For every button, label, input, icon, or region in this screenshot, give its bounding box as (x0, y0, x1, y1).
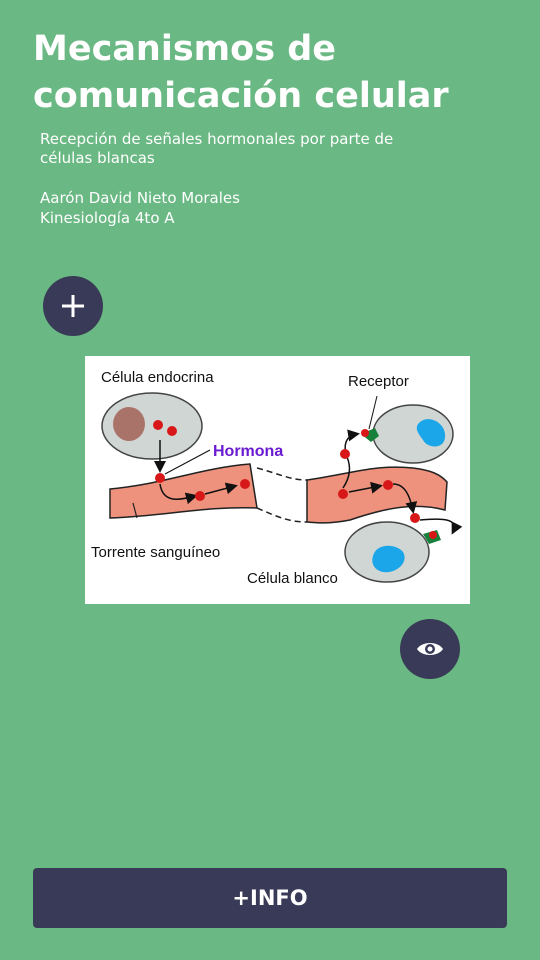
cell-signaling-diagram: Célula endocrina Hormona Receptor Torren… (85, 356, 470, 604)
hormone-dot (167, 426, 177, 436)
receptor-upper (361, 428, 379, 442)
vessel-gap-top (256, 467, 308, 481)
endocrine-nucleus (113, 407, 145, 441)
hormone-dot (410, 513, 420, 523)
hormone-dot (429, 531, 437, 539)
vessel-left (109, 463, 258, 519)
view-button[interactable] (400, 619, 460, 679)
hormone-dot (153, 420, 163, 430)
hormone-dot (240, 479, 250, 489)
label-hormone: Hormona (213, 443, 283, 460)
eye-icon (417, 643, 443, 655)
add-button[interactable] (43, 276, 103, 336)
author-block: Aarón David Nieto Morales Kinesiología 4… (40, 188, 400, 228)
plus-icon (62, 295, 84, 317)
hormone-dot (383, 480, 393, 490)
hormone-dot (361, 429, 369, 437)
hormone-dot (338, 489, 348, 499)
page-title: Mecanismos de comunicación celular (33, 29, 449, 116)
page-subtitle: Recepción de señales hormonales por part… (40, 130, 394, 167)
author-name: Aarón David Nieto Morales (40, 189, 240, 207)
label-target-cell: Célula blanco (247, 570, 338, 587)
diagram-canvas: Célula endocrina Hormona Receptor Torren… (91, 369, 463, 587)
more-info-button[interactable]: +INFO (33, 868, 507, 928)
label-receptor: Receptor (348, 373, 409, 390)
vessel-gap-bottom (256, 507, 308, 523)
label-bloodstream: Torrente sanguíneo (91, 544, 220, 561)
hormone-dot (340, 449, 350, 459)
label-endocrine: Célula endocrina (101, 369, 214, 386)
author-course: Kinesiología 4to A (40, 209, 175, 227)
target-nucleus-lower (372, 545, 405, 573)
hormone-dot (155, 473, 165, 483)
vessel-right (306, 466, 448, 524)
hormone-dot (195, 491, 205, 501)
target-nucleus-upper (416, 419, 446, 447)
